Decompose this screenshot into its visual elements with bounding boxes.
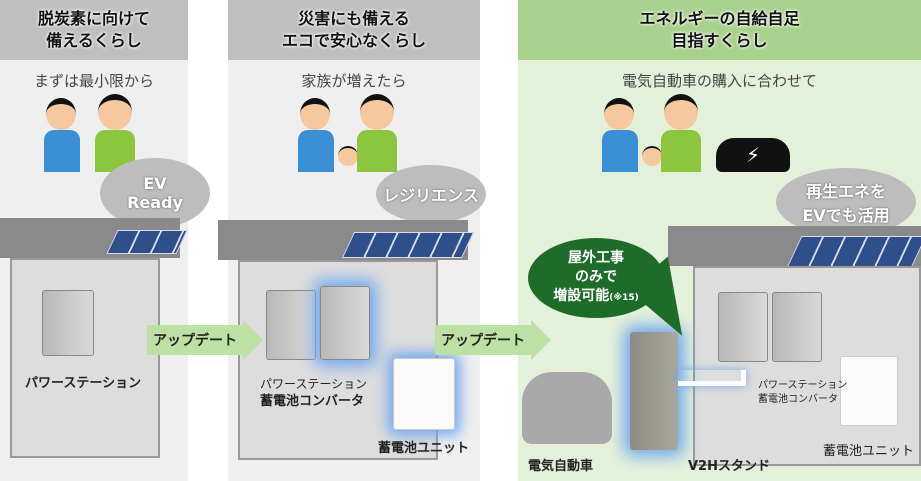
title-line: 備えるくらし (46, 31, 142, 50)
power-station-icon (266, 290, 316, 360)
title-line: 災害にも備える (298, 9, 410, 28)
update-arrow: アップデート (147, 320, 263, 360)
power-station-label: パワーステーション (260, 377, 368, 391)
arrow-label: アップデート (153, 333, 237, 349)
electric-car-icon (522, 372, 612, 444)
bubble-text: レジリエンス (383, 186, 479, 205)
solar-panel-icon (106, 230, 188, 254)
panel-subtitle: 家族が増えたら (301, 72, 407, 90)
title-line: エコで安心なくらし (281, 31, 426, 50)
arrow-label: アップデート (441, 333, 525, 349)
converter-label: 蓄電池コンバータ (260, 394, 365, 409)
power-station-label: パワーステーション (758, 380, 848, 391)
callout-text: 増設可能(※15) (553, 287, 639, 308)
title-line: 脱炭素に向けて (37, 9, 150, 28)
v2h-label: V2Hスタンド (688, 459, 770, 474)
converter-icon (772, 292, 822, 362)
battery-label: 蓄電池ユニット (378, 441, 470, 456)
title-line: エネルギーの自給自足 (639, 9, 800, 28)
title-line: 目指すくらし (671, 31, 768, 50)
renewable-ev-bubble: 再生エネを EVでも活用 (776, 168, 916, 236)
panel-title: 災害にも備えるエコで安心なくらし (228, 0, 480, 60)
v2h-cable (678, 370, 746, 386)
bubble-text: EV (143, 174, 167, 193)
panel-title: エネルギーの自給自足目指すくらし (518, 0, 921, 60)
update-arrow: アップデート (435, 320, 551, 360)
bubble-text: 再生エネを (805, 182, 886, 201)
converter-icon (320, 286, 370, 360)
battery-unit-icon (393, 358, 455, 430)
bubble-text: EVでも活用 (802, 206, 890, 225)
power-station-label: パワーステーション (25, 376, 142, 391)
callout-text: のみで (575, 268, 617, 285)
ev-car-icon: ⚡ (716, 138, 790, 172)
solar-panel-icon (341, 232, 475, 258)
converter-label: 蓄電池コンバータ (758, 394, 838, 405)
panel-subtitle: 電気自動車の購入に合わせて (621, 72, 817, 90)
panel-subtitle: まずは最小限から (33, 72, 154, 90)
bubble-text: Ready (127, 193, 183, 212)
house-icon (10, 258, 160, 458)
outdoor-install-callout: 屋外工事 のみで 増設可能(※15) (528, 238, 664, 318)
panel-title: 脱炭素に向けて備えるくらし (0, 0, 188, 60)
callout-text: 増設可能 (553, 287, 610, 304)
resilience-bubble: レジリエンス (376, 165, 486, 223)
callout-text: 屋外工事 (568, 249, 624, 266)
ev-label: 電気自動車 (528, 459, 594, 474)
panel-self-sufficiency: エネルギーの自給自足目指すくらし 電気自動車の購入に合わせて ⚡ 再生エネを EV… (518, 0, 921, 481)
callout-note: (※15) (609, 292, 639, 303)
v2h-stand-icon (630, 332, 678, 450)
battery-label: 蓄電池ユニット (823, 444, 915, 459)
power-station-icon (718, 292, 768, 362)
power-station-icon (42, 290, 94, 356)
battery-unit-icon (840, 356, 898, 426)
panel-resilience: 災害にも備えるエコで安心なくらし 家族が増えたら レジリエンス パワーステーショ… (218, 0, 486, 481)
